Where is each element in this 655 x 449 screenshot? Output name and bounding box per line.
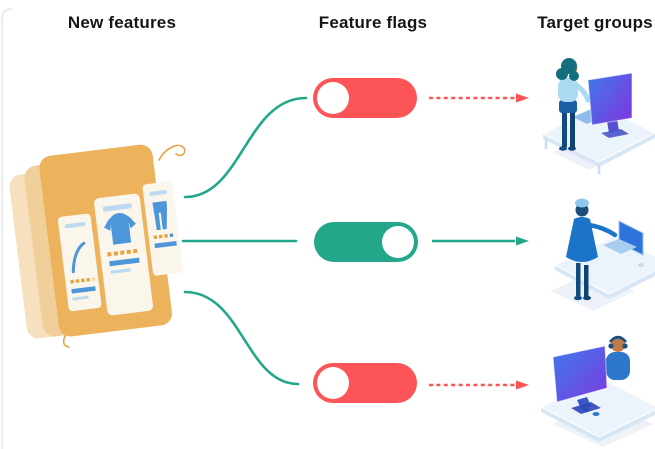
header-target-groups: Target groups: [537, 13, 653, 32]
mouse-icon: [638, 263, 644, 267]
star-rating: [153, 233, 174, 240]
tshirt-product-card: [94, 193, 153, 316]
feature-flag-toggle-3[interactable]: [313, 363, 417, 403]
target-group-1-illustration: [541, 58, 655, 174]
star-rating: [70, 277, 96, 284]
desk-edge: [541, 407, 655, 442]
person-figure: [556, 58, 591, 151]
laptop-icon: [603, 220, 644, 256]
arrowhead-icon: [516, 93, 529, 103]
target-group-3-illustration: [539, 335, 655, 447]
feature-flag-toggle-2[interactable]: [314, 222, 418, 262]
person-figure: [566, 198, 618, 301]
shoe-product-card: [57, 213, 102, 312]
foot: [592, 412, 600, 416]
arrow-to-target-3: [429, 380, 529, 390]
monitor-icon: [587, 72, 633, 138]
connector-to-flag-1: [183, 96, 308, 199]
arrowhead-icon: [516, 380, 529, 390]
toggle-knob: [317, 367, 349, 399]
desk-leg: [544, 138, 601, 174]
curl-decoration-top: [158, 144, 186, 161]
pants-icon: [152, 200, 167, 231]
header-feature-flags: Feature flags: [318, 13, 428, 32]
feature-flag-toggle-1[interactable]: [313, 78, 417, 118]
toggle-knob: [382, 226, 414, 258]
arrow-to-target-1: [429, 93, 529, 103]
star-rating: [107, 248, 138, 257]
arrow-to-target-2: [432, 236, 529, 246]
window-edge: [1, 8, 13, 449]
headphones-icon: [609, 335, 627, 343]
tshirt-icon: [104, 213, 136, 245]
stacked-app-screens-illustration: [9, 144, 186, 348]
toggle-knob: [317, 82, 349, 114]
monitor-back-icon: [552, 345, 608, 414]
connector-to-flag-3: [183, 290, 300, 386]
shoe-icon: [71, 241, 86, 274]
header-new-features: New features: [67, 13, 177, 32]
target-group-2-illustration: [551, 198, 655, 311]
arrowhead-icon: [516, 236, 529, 246]
pants-product-card: [142, 181, 183, 276]
